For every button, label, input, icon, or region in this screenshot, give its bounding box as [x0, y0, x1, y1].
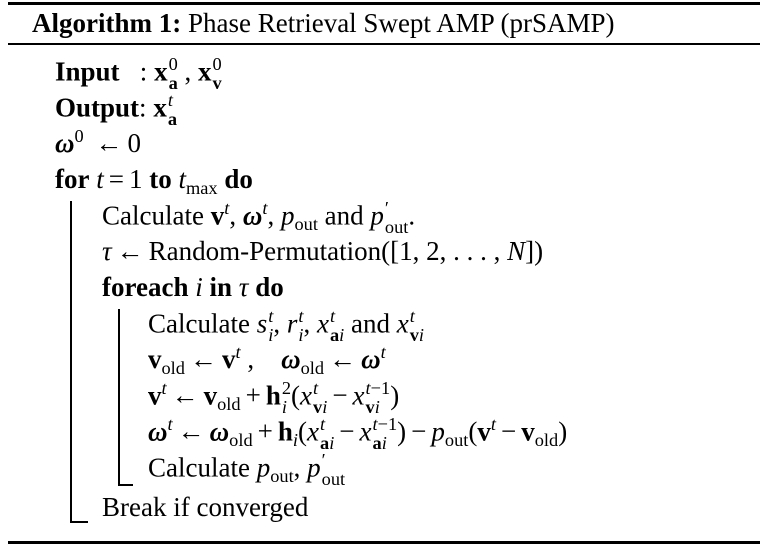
init-line: ω0 ←0: [55, 125, 141, 158]
for-line: for t=1 to tmax do: [55, 164, 253, 198]
foreach-block-bar: [118, 309, 120, 485]
foreach-line: foreach i in τ do: [102, 272, 284, 302]
for-block-bar: [70, 201, 72, 522]
algorithm-caption: Algorithm 1: Phase Retrieval Swept AMP (…: [32, 8, 614, 38]
for-block-end: [70, 521, 88, 523]
foreach-block-end: [118, 484, 133, 486]
old-values-line: vold←vt , ωold←ωt: [148, 341, 386, 378]
permutation-line: τ←Random-Permutation([1, 2, . . . , N]): [102, 236, 544, 266]
top-rule: [8, 2, 760, 5]
break-line: Break if converged: [102, 492, 309, 522]
caption-rule: [8, 43, 760, 45]
algorithm-title: Phase Retrieval Swept AMP (prSAMP): [187, 8, 615, 38]
algorithm-label: Algorithm 1:: [32, 8, 182, 38]
calc-line-1: Calculate vt, ωt, pout and p′out.: [102, 198, 416, 238]
bottom-rule: [8, 541, 760, 544]
calc-line-3: Calculate pout, p′out: [148, 450, 346, 490]
